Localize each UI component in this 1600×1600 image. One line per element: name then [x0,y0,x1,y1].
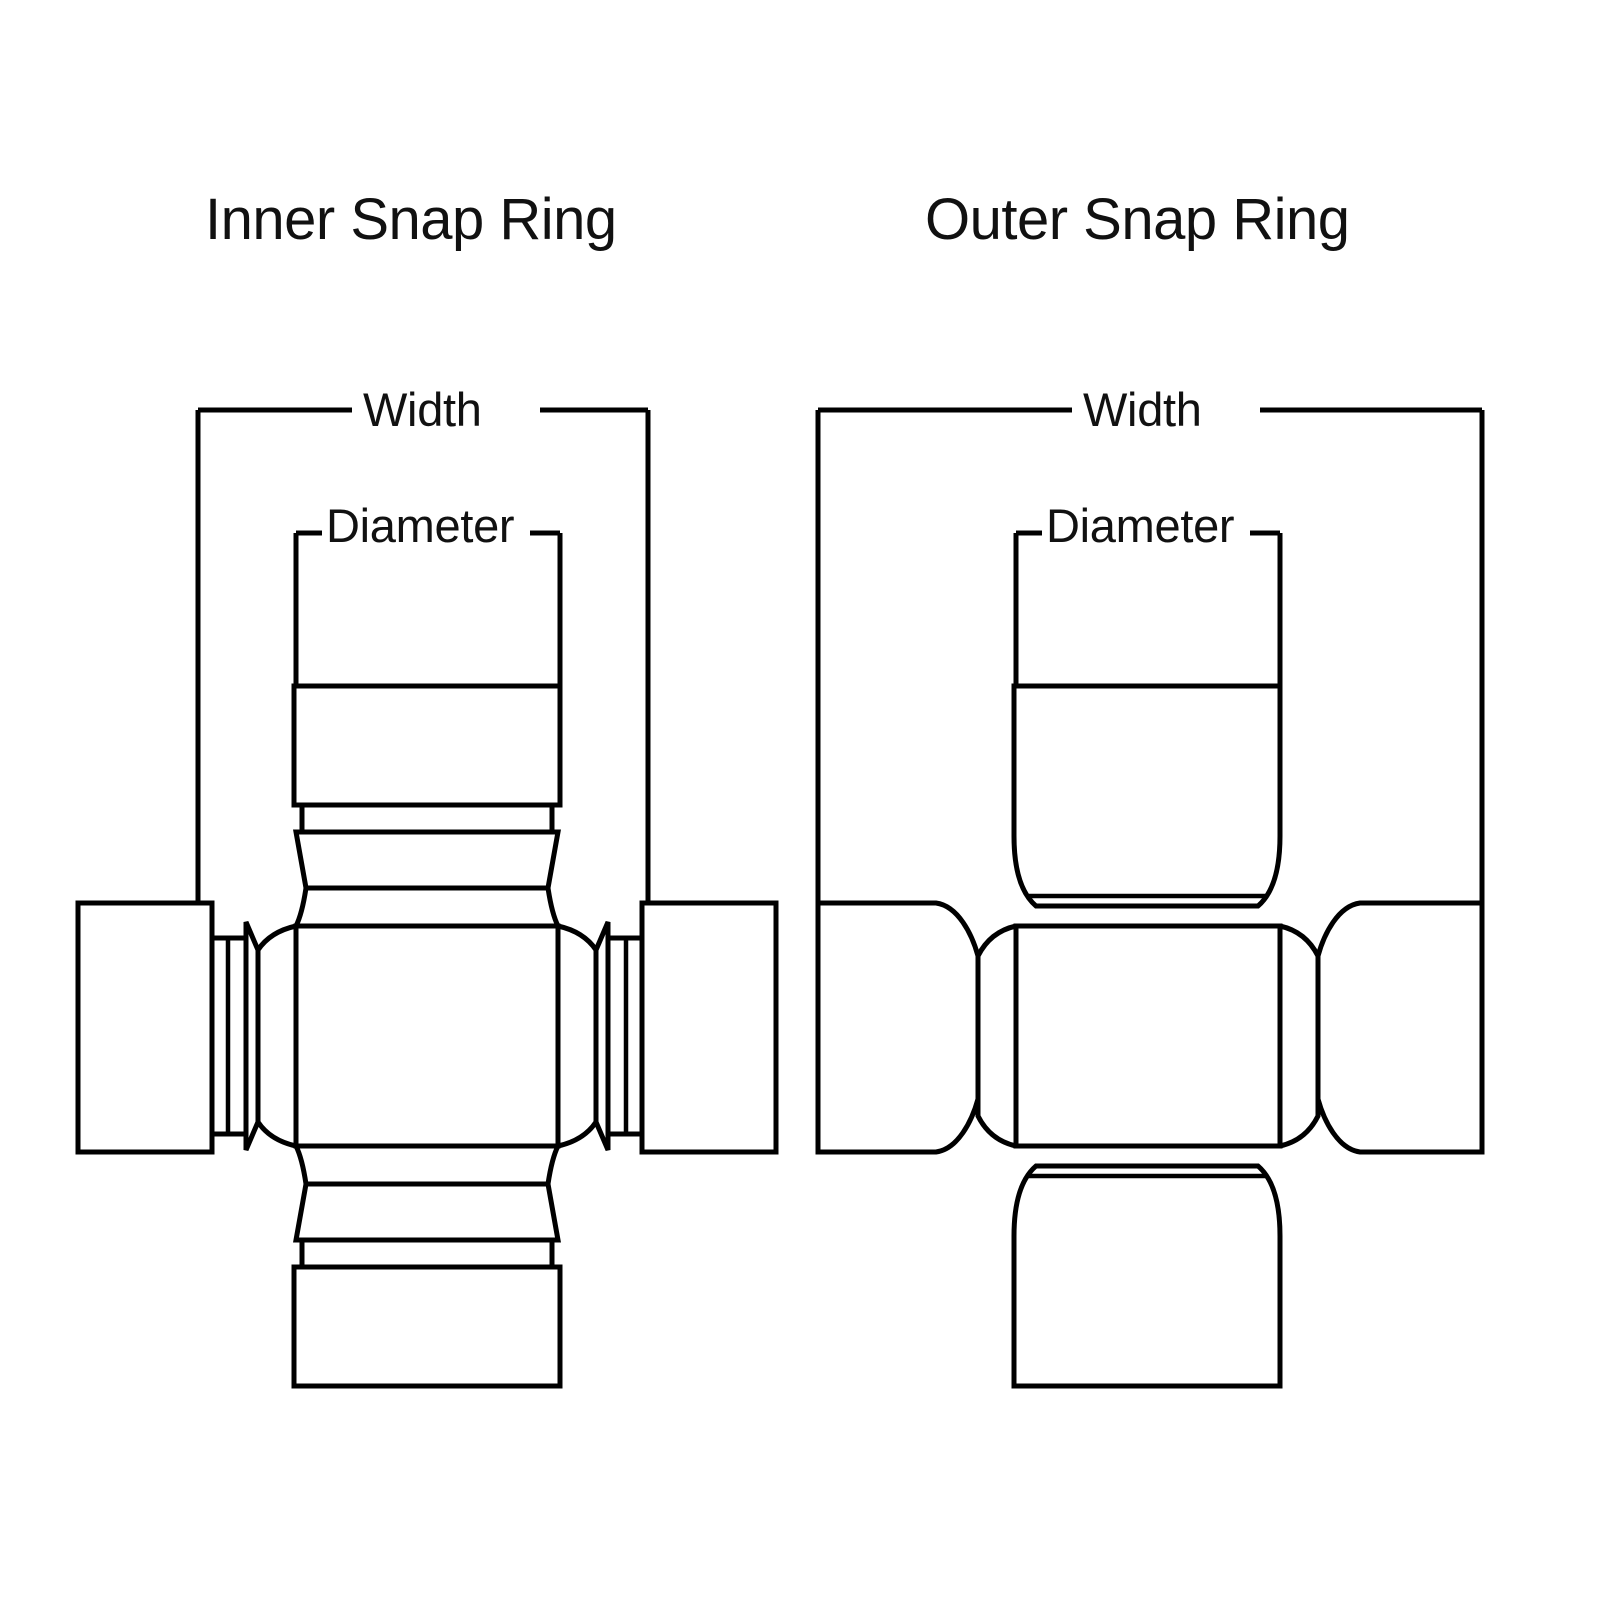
bearing-cap-bottom-inner [291,1144,563,1389]
dimension-bracket-width-inner [195,407,651,905]
dimension-label-diameter-outer: Diameter [1046,499,1235,552]
cross-body-inner [293,923,561,1149]
bearing-cap-bottom-outer [1011,1163,1283,1389]
dimension-bracket-width-outer [815,407,1485,905]
panel-title-outer-snap-ring: Outer Snap Ring [925,187,1350,252]
dimension-bracket-diameter-inner [293,530,563,688]
bearing-cap-top-outer [1011,683,1283,909]
dimension-label-width-inner: Width [363,383,482,436]
panel-inner-snap-ring [75,407,779,1389]
dimension-label-diameter-inner: Diameter [326,499,515,552]
dimension-label-width-outer: Width [1083,383,1202,436]
dimension-bracket-diameter-outer [1013,530,1283,688]
panel-outer-snap-ring [815,407,1485,1389]
bearing-cap-right-inner [557,900,779,1155]
bearing-cap-right-outer [1279,900,1485,1155]
bearing-cap-left-outer [815,900,1017,1155]
panel-title-inner-snap-ring: Inner Snap Ring [205,187,617,252]
bearing-cap-top-inner [291,683,563,928]
cross-body-outer [1013,923,1283,1149]
bearing-cap-left-inner [75,900,297,1155]
